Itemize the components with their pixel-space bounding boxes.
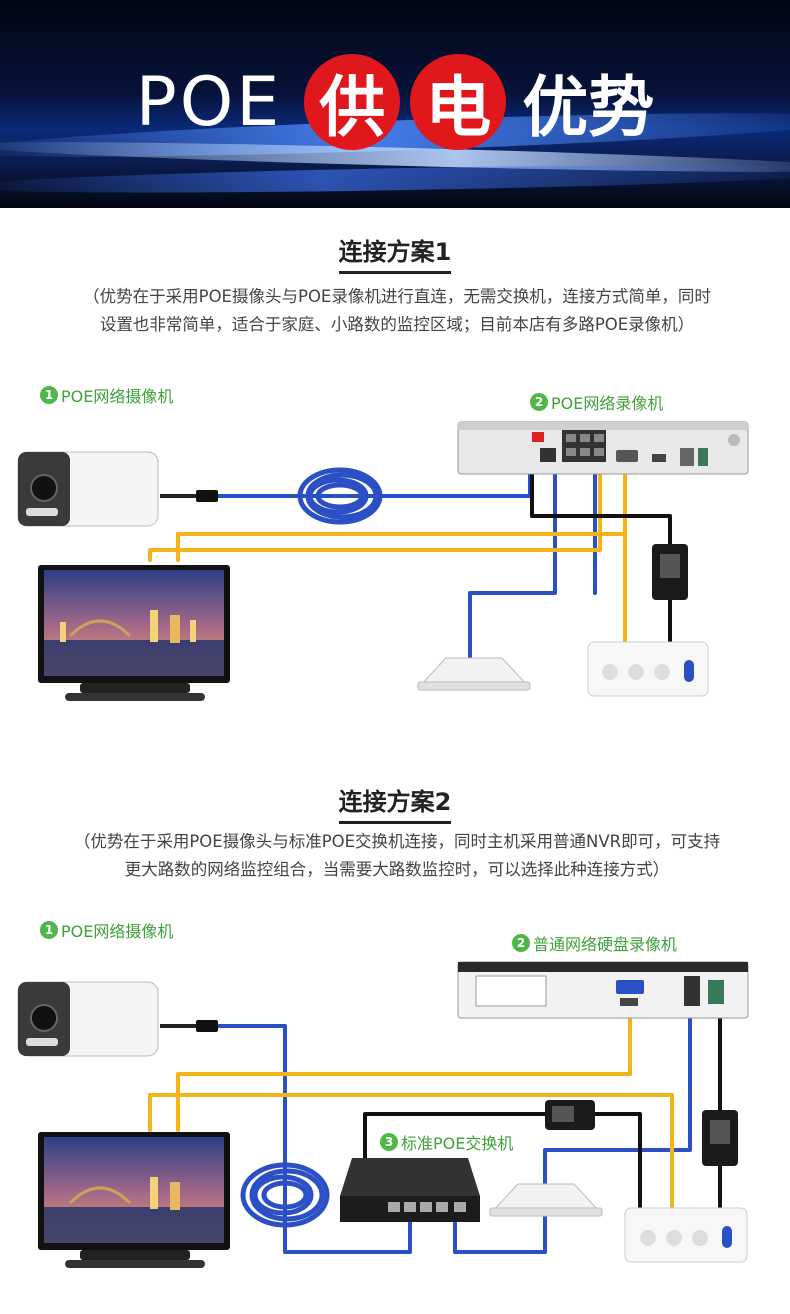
cable-yellow: [148, 1093, 674, 1242]
power-adapter-icon: [545, 1100, 595, 1130]
banner-title-circle-1: 供: [304, 54, 401, 150]
banner-title-latin: POE: [135, 62, 283, 142]
banner-title-plain: 优势: [522, 69, 655, 146]
scheme1-description: （优势在于采用POE摄像头与POE录像机进行直连，无需交换机，连接方式简单，同时…: [22, 283, 772, 339]
cable-yellow: [148, 463, 602, 562]
power-strip-icon: [624, 1207, 748, 1263]
scheme2-description: （优势在于采用POE摄像头与标准POE交换机连接，同时主机采用普通NVR即可，可…: [22, 828, 772, 884]
cable-blue: [468, 466, 557, 662]
scheme2-diagram: [17, 961, 749, 1268]
scheme2-title: 连接方案2: [0, 782, 790, 824]
cable-black: [593, 1112, 642, 1242]
scheme2-description-line2: 更大路数的网络监控组合，当需要大路数监控时，可以选择此种连接方式）: [124, 860, 670, 879]
scheme2-description-line1: （优势在于采用POE摄像头与标准POE交换机连接，同时主机采用普通NVR即可，可…: [73, 832, 721, 851]
nvr-icon: [457, 961, 749, 1019]
scheme1-diagram: [17, 421, 749, 701]
power-adapter-icon: [652, 544, 688, 600]
router-icon: [417, 657, 531, 691]
power-strip-icon: [587, 641, 709, 697]
cable-coil-icon: [240, 1162, 330, 1228]
nvr-icon: [457, 421, 749, 475]
header-banner: POE 供 电 优势: [0, 0, 790, 208]
cable-black: [530, 470, 672, 546]
router-icon: [489, 1183, 603, 1217]
cable-coil-icon: [297, 467, 383, 525]
cable-yellow: [176, 988, 632, 1132]
power-adapter-icon: [702, 1110, 738, 1166]
banner-title-circle-2: 电: [410, 54, 507, 150]
camera-icon: [17, 451, 218, 527]
monitor-icon: [38, 1132, 230, 1268]
monitor-icon: [38, 565, 230, 701]
cable-black: [363, 1112, 547, 1160]
cable-blue: [213, 1024, 412, 1254]
scheme1-title: 连接方案1: [0, 232, 790, 274]
camera-icon: [17, 981, 218, 1057]
scheme1-description-line2: 设置也非常简单，适合于家庭、小路数的监控区域；目前本店有多路POE录像机）: [99, 315, 695, 334]
banner-title: POE 供 电 优势: [0, 52, 790, 152]
scheme1-description-line1: （优势在于采用POE摄像头与POE录像机进行直连，无需交换机，连接方式简单，同时: [83, 287, 711, 306]
banner-swoosh: [0, 160, 790, 198]
poe-switch-icon: [340, 1158, 480, 1222]
